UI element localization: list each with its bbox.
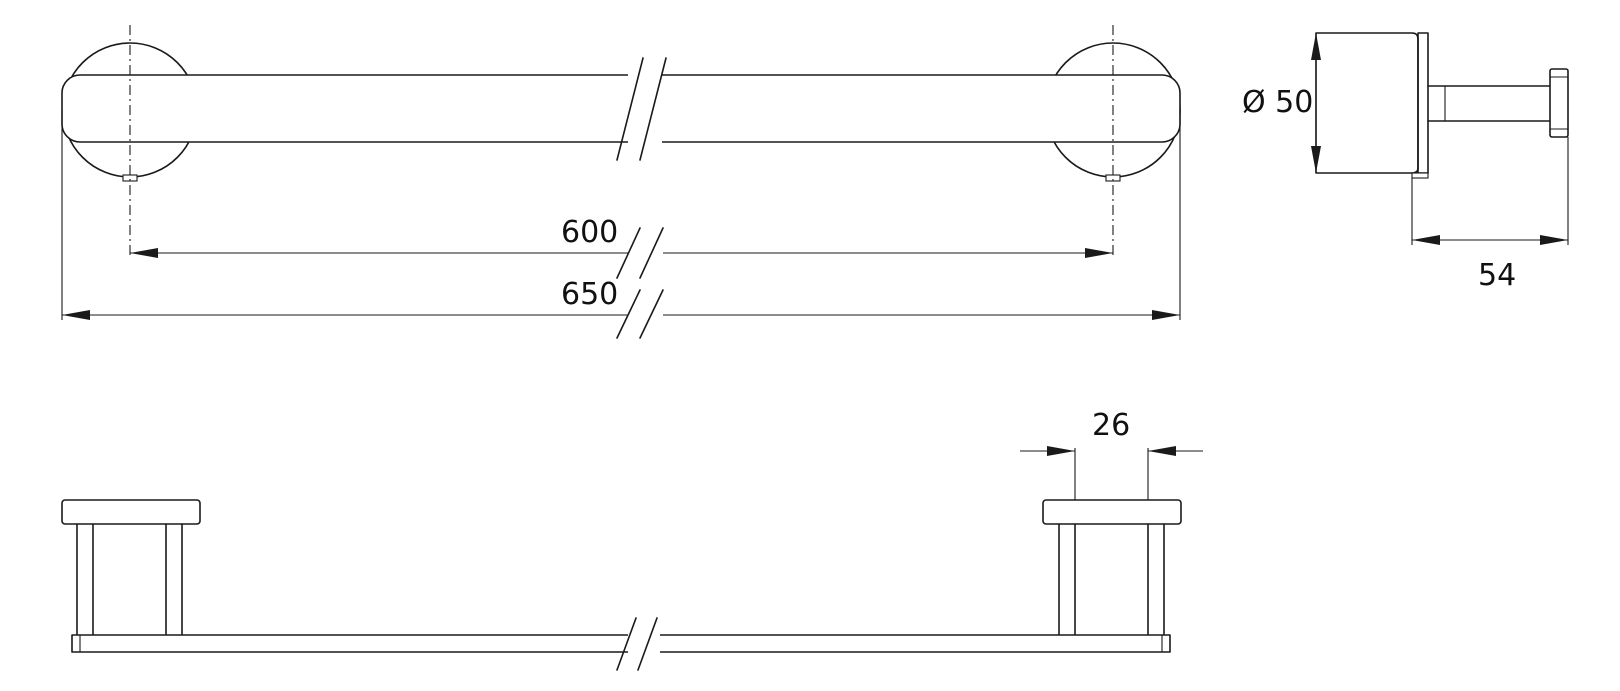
- arrowhead: [1085, 248, 1113, 258]
- bar-break-gap: [628, 70, 662, 148]
- arrowhead: [62, 310, 90, 320]
- side-rosette: [1315, 32, 1419, 174]
- dimension-break-line: [616, 227, 641, 279]
- bar-break-line: [616, 57, 644, 161]
- dimension-break-line: [639, 289, 664, 339]
- left-mount-plate: [61, 499, 201, 525]
- right-mount-plate: [1042, 499, 1182, 525]
- arrowhead: [1152, 310, 1180, 320]
- right-lug: [1105, 174, 1121, 182]
- dimension-break-line: [639, 227, 664, 279]
- side-view: [1315, 32, 1569, 179]
- dimension-label-diameter: Ø 50: [1242, 85, 1313, 120]
- dimension-diameter: Ø 50: [1242, 33, 1321, 173]
- arrowhead: [1412, 235, 1440, 245]
- top-bar-break-line: [637, 617, 658, 671]
- dimension-label-600: 600: [561, 215, 618, 250]
- arrowhead: [130, 248, 158, 258]
- left-lug: [122, 174, 138, 182]
- arrowhead: [1047, 446, 1075, 456]
- top-view: [61, 499, 1182, 671]
- top-bar-break-line: [616, 617, 637, 671]
- arrowhead: [1540, 235, 1568, 245]
- front-view: [61, 25, 1181, 255]
- dimension-600: 600: [130, 215, 1113, 279]
- bar-break-line: [639, 57, 667, 161]
- dimension-break-line: [616, 289, 641, 339]
- side-lug: [1411, 172, 1429, 179]
- side-rosette-cap: [1417, 32, 1429, 174]
- dimension-label-650: 650: [561, 277, 618, 312]
- arrowhead: [1311, 146, 1321, 173]
- dimension-label-54: 54: [1478, 258, 1516, 293]
- dimension-26: 26: [1020, 408, 1203, 500]
- towel-bar-body: [61, 74, 1181, 143]
- dimension-54: 54: [1411, 137, 1569, 293]
- dimension-label-26: 26: [1092, 408, 1130, 443]
- arrowhead: [1148, 446, 1176, 456]
- arrowhead: [1311, 33, 1321, 60]
- side-end-cap: [1549, 68, 1569, 138]
- top-view-bar: [71, 634, 1171, 653]
- dimension-650: 650: [62, 277, 1180, 339]
